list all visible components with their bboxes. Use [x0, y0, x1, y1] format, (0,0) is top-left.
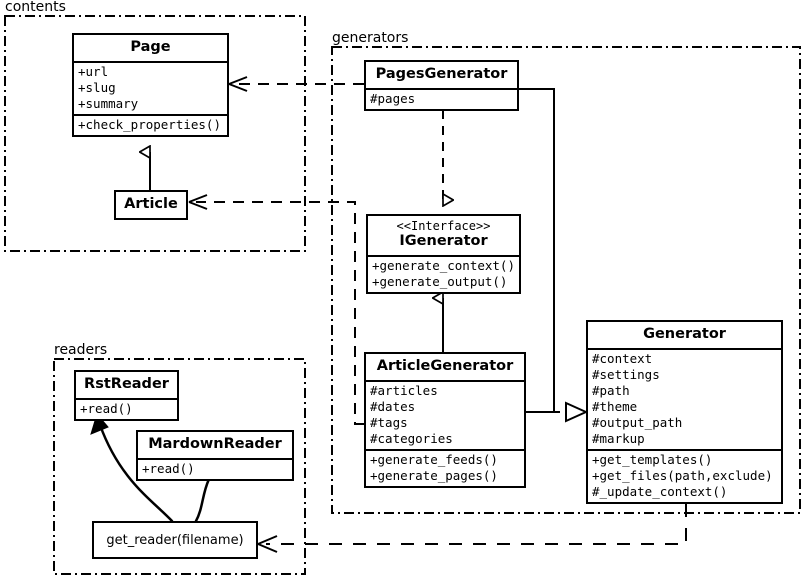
connector-generator-depends-get-reader	[257, 504, 687, 553]
attribute-row: #tags	[370, 415, 408, 430]
method-row: +read()	[142, 461, 195, 476]
package-label-generators: generators	[332, 30, 409, 46]
class-box-pagesgenerator[interactable]: PagesGenerator #pages	[364, 60, 519, 111]
attribute-row: #articles	[370, 383, 438, 398]
class-name-page: Page	[130, 39, 171, 55]
method-row: +get_files(path,exclude)	[592, 468, 773, 483]
class-name-mardownreader: MardownReader	[148, 436, 282, 452]
class-methods-mardownreader: +read()	[138, 458, 292, 479]
method-row: +generate_feeds()	[370, 452, 498, 467]
method-row: #_update_context()	[592, 484, 728, 499]
class-attributes-generator: #context #settings #path #theme #output_…	[588, 348, 781, 449]
connector-pagesgenerator-depends-page	[228, 76, 364, 92]
attribute-row: #settings	[592, 367, 660, 382]
attribute-row: #dates	[370, 399, 416, 414]
class-box-articlegenerator[interactable]: ArticleGenerator #articles #dates #tags …	[364, 352, 526, 488]
class-name-generator: Generator	[643, 326, 726, 342]
package-label-contents: contents	[5, 0, 66, 15]
class-name-pagesgenerator: PagesGenerator	[375, 66, 508, 82]
attribute-row: #markup	[592, 431, 645, 446]
function-box-get-reader[interactable]: get_reader(filename)	[92, 521, 258, 559]
attribute-row: +summary	[78, 96, 139, 111]
class-methods-generator: +get_templates() +get_files(path,exclude…	[588, 449, 781, 502]
attribute-row: #context	[592, 351, 653, 366]
class-stereotype-igenerator: <<Interface>>	[396, 219, 491, 233]
attribute-row: +slug	[78, 80, 116, 95]
attribute-row: #categories	[370, 431, 453, 446]
attribute-row: #path	[592, 383, 630, 398]
attribute-row: #output_path	[592, 415, 683, 430]
class-methods-igenerator: +generate_context() +generate_output()	[368, 255, 519, 292]
class-name-igenerator: IGenerator	[399, 233, 488, 249]
class-box-rstreader[interactable]: RstReader +read()	[74, 370, 179, 421]
method-row: +generate_output()	[372, 274, 508, 289]
method-row: +generate_pages()	[370, 468, 498, 483]
class-methods-rstreader: +read()	[76, 398, 177, 419]
attribute-row: #pages	[370, 91, 416, 106]
attribute-row: +url	[78, 64, 109, 79]
method-row: +check_properties()	[78, 117, 221, 132]
class-box-article[interactable]: Article	[114, 190, 188, 220]
package-label-readers: readers	[54, 342, 108, 358]
class-attributes-pagesgenerator: #pages	[366, 88, 517, 109]
method-row: +read()	[80, 401, 133, 416]
class-methods-articlegenerator: +generate_feeds() +generate_pages()	[366, 449, 524, 486]
class-box-igenerator[interactable]: <<Interface>> IGenerator +generate_conte…	[366, 214, 521, 294]
class-box-mardownreader[interactable]: MardownReader +read()	[136, 430, 294, 481]
connector-articlegenerator-depends-article	[188, 194, 364, 425]
method-row: +generate_context()	[372, 258, 515, 273]
class-attributes-articlegenerator: #articles #dates #tags #categories	[366, 380, 524, 449]
class-name-article: Article	[124, 196, 178, 212]
class-box-generator[interactable]: Generator #context #settings #path #them…	[586, 320, 783, 504]
attribute-row: #theme	[592, 399, 638, 414]
class-box-page[interactable]: Page +url +slug +summary +check_properti…	[72, 33, 229, 137]
class-name-articlegenerator: ArticleGenerator	[376, 358, 514, 374]
method-row: +get_templates()	[592, 452, 713, 467]
connector-articlegenerator-inherits-generator	[526, 401, 589, 423]
class-methods-page: +check_properties()	[74, 114, 227, 135]
class-attributes-page: +url +slug +summary	[74, 61, 227, 114]
class-name-rstreader: RstReader	[84, 376, 169, 392]
